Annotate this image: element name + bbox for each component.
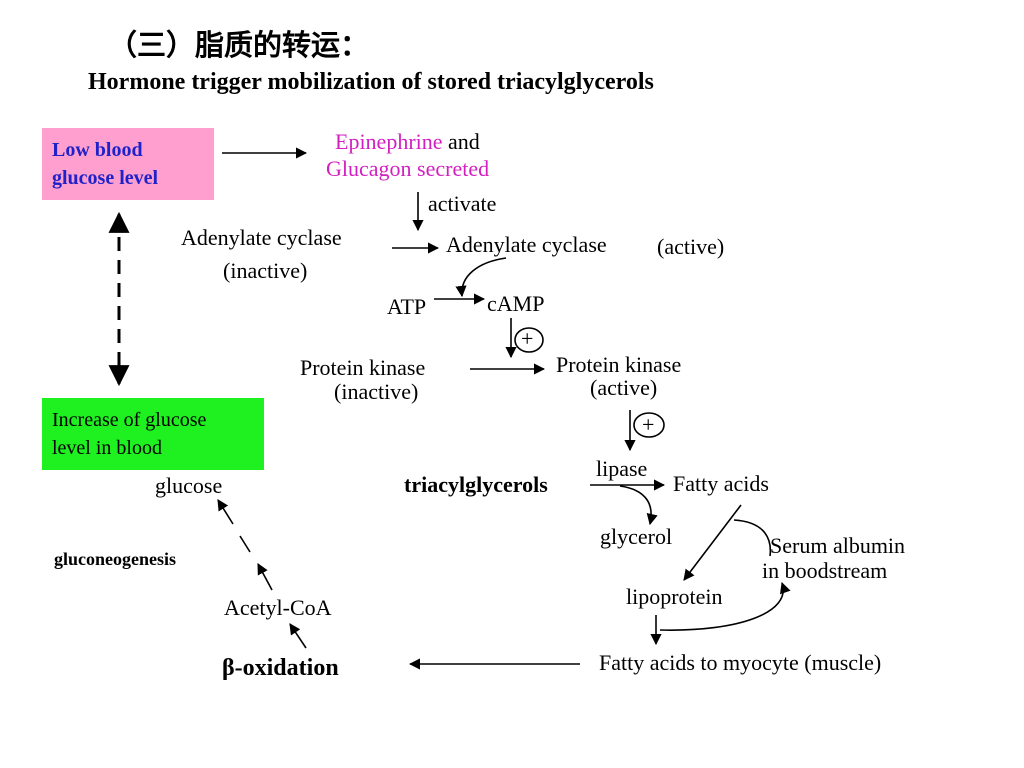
atp-label: ATP — [387, 294, 427, 319]
serum-albumin-connector — [733, 519, 772, 557]
plus-circle-2-ring — [633, 412, 665, 438]
low-blood-glucose-line2: glucose level — [52, 167, 159, 189]
arrow-to-glycerol — [619, 485, 658, 526]
low-blood-glucose-box: Low blood glucose level — [42, 128, 214, 200]
fatty-acids-label: Fatty acids — [673, 471, 769, 496]
epinephrine-text: Epinephrine — [335, 129, 443, 154]
arrow-beta-to-acetyl-coa — [289, 623, 307, 649]
arrow-lipoprotein-to-albumin — [659, 581, 791, 631]
and-text: and — [442, 129, 480, 154]
triacylglycerols-label: triacylglycerols — [404, 472, 548, 497]
protein-kinase-inactive-line1: Protein kinase — [300, 355, 426, 380]
adenylate-inactive-line2: (inactive) — [223, 258, 308, 283]
adenylate-active-paren: (active) — [657, 234, 725, 259]
adenylate-inactive-line1: Adenylate cyclase — [181, 225, 342, 250]
plus-circle-2: + — [634, 412, 664, 438]
low-blood-glucose-line1: Low blood — [52, 139, 143, 161]
plus-sign: + — [521, 326, 534, 351]
serum-albumin-line1: Serum albumin — [770, 533, 906, 558]
protein-kinase-active-line2: (active) — [590, 375, 658, 400]
lipase-label: lipase — [596, 456, 648, 481]
plus-sign: + — [642, 412, 655, 437]
protein-kinase-inactive-line2: (inactive) — [334, 379, 419, 404]
plus-circle-1: + — [515, 327, 543, 353]
epinephrine-label: Epinephrine and — [335, 130, 480, 153]
gluconeogenesis-dash — [239, 535, 251, 553]
adenylate-active-label: Adenylate cyclase — [446, 232, 607, 257]
arrow-fatty-acids-to-lipoprotein — [683, 504, 742, 581]
glucagon-label: Glucagon secreted — [326, 156, 490, 181]
activate-label: activate — [428, 191, 497, 216]
fatty-acids-myocyte-label: Fatty acids to myocyte (muscle) — [599, 650, 882, 675]
protein-kinase-active-line1: Protein kinase — [556, 352, 682, 377]
camp-label: cAMP — [487, 291, 545, 316]
gluconeogenesis-label: gluconeogenesis — [54, 549, 177, 569]
glucose-label: glucose — [155, 473, 223, 498]
lipoprotein-label: lipoprotein — [626, 584, 723, 609]
increase-glucose-line1: Increase of glucose — [52, 409, 207, 431]
plus-circle-1-ring — [514, 327, 544, 353]
arrow-acetyl-coa-up — [257, 563, 273, 591]
arrow-adenylate-to-atp — [455, 257, 507, 298]
arrow-to-glucose — [217, 499, 234, 525]
glycerol-label: glycerol — [600, 524, 673, 549]
acetyl-coa-label: Acetyl-CoA — [224, 595, 332, 620]
increase-glucose-box: Increase of glucose level in blood — [42, 398, 264, 470]
slide-title-english: Hormone trigger mobilization of stored t… — [88, 69, 654, 95]
beta-oxidation-label: β-oxidation — [222, 655, 339, 681]
serum-albumin-line2: in boodstream — [762, 558, 888, 583]
increase-glucose-line2: level in blood — [52, 437, 162, 459]
slide-title-chinese: （三）脂质的转运： — [108, 28, 370, 62]
